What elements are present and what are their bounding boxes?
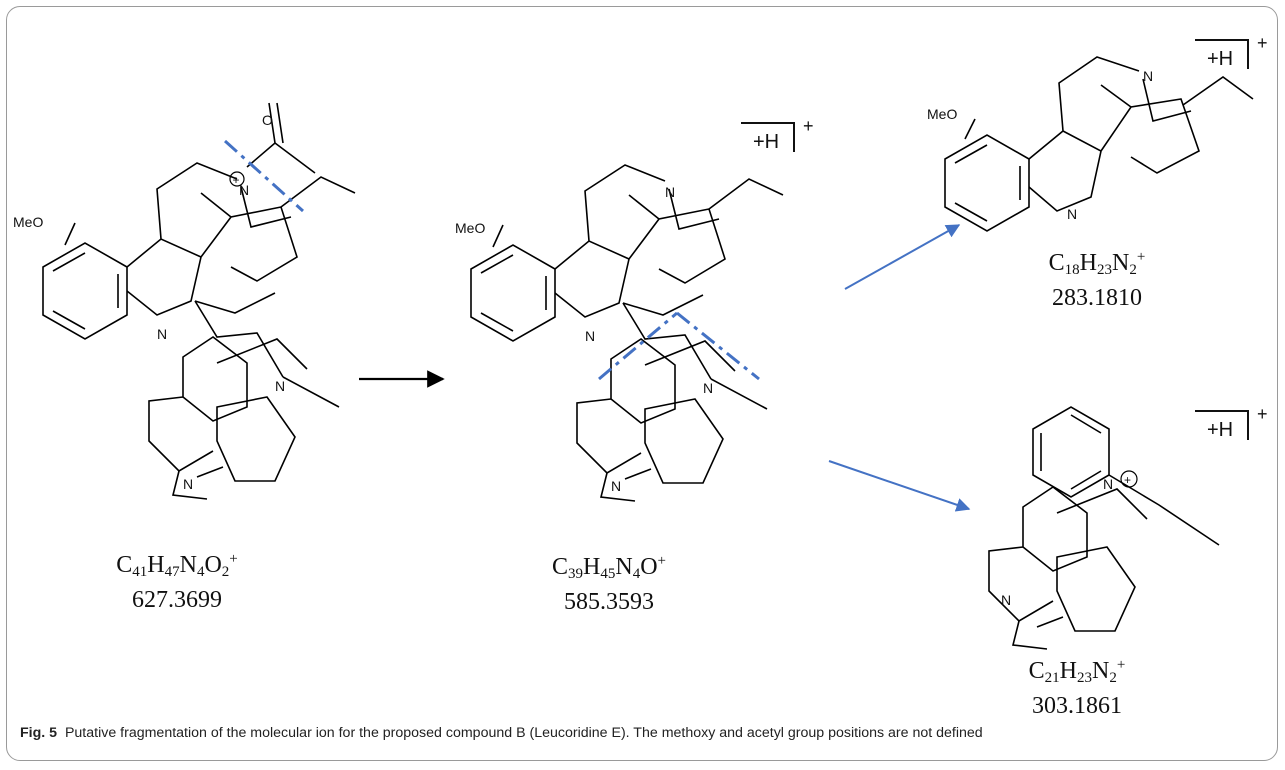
figure-frame: MeO N N N N O + MeO N N N N [6,6,1278,761]
structure-b: MeO N N N N [455,164,784,502]
structure-a: MeO N N N N O + [13,102,356,500]
fragmentation-scheme: MeO N N N N O + MeO N N N N [13,56,1254,650]
formula-text: C21H23N2+ [1028,657,1126,686]
nitrogen-label-a4: N [183,476,193,492]
formula-text: C18H23N2+ [1048,249,1146,278]
structure-d: N N + [988,406,1220,650]
fragment-arrow-up [844,224,961,290]
formula-compound-c: C18H23N2+ 283.1810 [1007,243,1187,312]
nitrogen-label-a1: N [157,326,167,342]
formula-text: C41H47N4O2+ [116,551,238,580]
nitrogen-label-b1: N [585,328,595,344]
formula-compound-a: C41H47N4O2+ 627.3699 [87,545,267,614]
positive-charge-label-d: + [1124,473,1131,487]
adduct-label-d: +H+ [1195,404,1268,442]
formula-compound-b: C39H45N4O+ 585.3593 [519,547,699,616]
nitrogen-label-b2: N [665,184,675,200]
nitrogen-label-b4: N [611,478,621,494]
formula-mass: 627.3699 [132,587,222,613]
oxygen-label-a: O [262,112,273,128]
caption-label: Fig. 5 [20,725,58,741]
methoxy-label-b: MeO [455,220,485,236]
formula-mass: 585.3593 [564,589,654,615]
adduct-label-b: +H+ [741,116,814,154]
formula-mass: 283.1810 [1052,285,1142,311]
positive-charge-circle-d [1120,470,1138,488]
nitrogen-label-d1: N [1103,476,1113,492]
positive-charge-label-a: + [233,173,240,187]
methoxy-label-a: MeO [13,214,43,230]
nitrogen-label-c1: N [1067,206,1077,222]
nitrogen-label-c2: N [1143,68,1153,84]
figure-caption: Fig. 5 Putative fragmentation of the mol… [20,723,1270,744]
adduct-label-c: +H+ [1195,33,1268,71]
nitrogen-label-a2: N [239,182,249,198]
nitrogen-label-d2: N [1001,592,1011,608]
formula-mass: 303.1861 [1032,693,1122,719]
nitrogen-label-a3: N [275,378,285,394]
methoxy-label-c: MeO [927,106,957,122]
formula-text: C39H45N4O+ [551,553,666,582]
fragment-arrow-down [828,460,971,512]
structure-c: MeO N N [927,56,1254,232]
caption-text: Putative fragmentation of the molecular … [64,725,983,741]
positive-charge-circle-a [229,171,245,187]
nitrogen-label-b3: N [703,380,713,396]
formula-compound-d: C21H23N2+ 303.1861 [987,651,1167,720]
